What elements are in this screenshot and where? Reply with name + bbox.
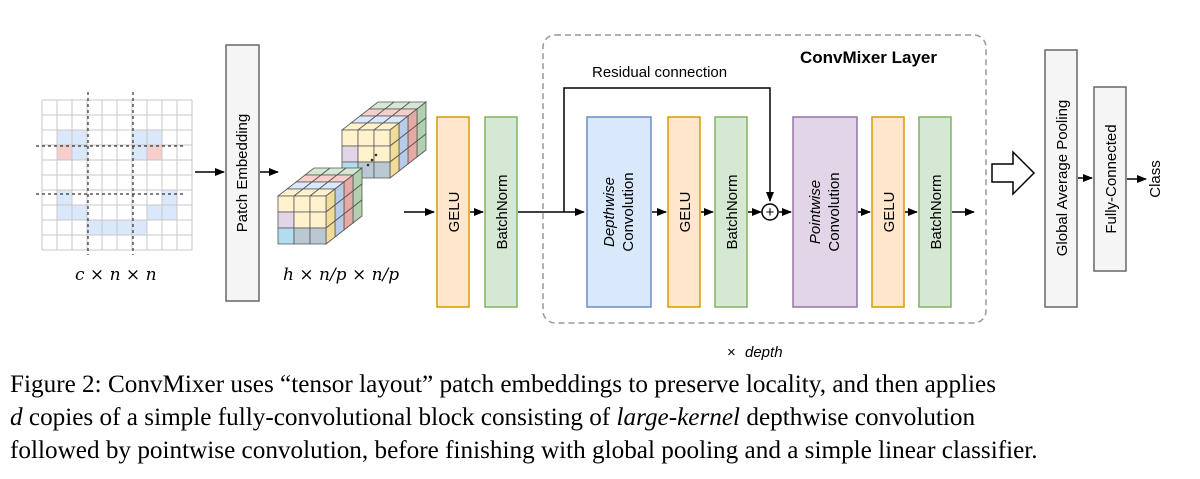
tensor-face [293,195,311,213]
residual-add-symbol: + [766,204,775,221]
patch-embedding-label: Patch Embedding [234,114,251,232]
caption-line-2-text-b: depthwise convolution [740,404,976,431]
class-label: Class [1147,160,1164,198]
depthwise-word: Depthwise [601,177,618,247]
caption-line-3: followed by pointwise convolution, befor… [10,437,1038,464]
tensor-face [309,227,327,245]
depth-label: depth [745,344,783,360]
fully-connected-label: Fully-Connected [1103,124,1120,233]
grid-cell [87,220,102,235]
input-image-grid [36,92,193,255]
grid-cell [57,190,72,205]
patch-embedding-block [225,44,260,302]
grid-cell [162,190,177,205]
input-shape-label: c × n × n [75,265,157,285]
batchnorm-block-2 [714,116,748,308]
convmixer-diagram: c × n × n Patch Embedding h × n/p × n/p … [36,34,1164,360]
grid-cell [132,130,147,145]
tensor-face [309,211,327,229]
grid-cell [147,205,162,220]
batchnorm-label-2: BatchNorm [724,174,741,249]
depthwise-convolution-word: Convolution [620,172,637,251]
tensor-face [357,129,375,147]
tensor-face [277,211,295,229]
gelu-block-3 [871,116,905,308]
grid-cell [57,145,72,160]
ellipsis-dot [370,158,374,162]
tensor-face [293,227,311,245]
tensor-face [341,145,359,163]
grid-cell [162,205,177,220]
gelu-label-2: GELU [677,192,694,233]
residual-connection-label: Residual connection [592,64,727,81]
residual-connection-path [563,87,774,212]
grid-cell [72,130,87,145]
depthwise-convolution-block [586,116,652,308]
grid-cell [132,220,147,235]
figure-caption: Figure 2: ConvMixer uses “tensor layout”… [10,368,1192,467]
grid-cell [102,220,117,235]
gelu-label-1: GELU [446,192,463,233]
batchnorm-label-1: BatchNorm [494,174,511,249]
caption-d-symbol: d [10,404,23,431]
big-hollow-arrow-icon [991,150,1036,196]
depth-times-symbol: × [727,344,736,360]
batchnorm-label-3: BatchNorm [928,174,945,249]
tensor-face [277,195,295,213]
tensor-face [373,129,391,147]
pointwise-word: Pointwise [807,180,824,244]
gelu-block-1 [436,116,470,308]
tensor-face [277,227,295,245]
tensor-face [293,211,311,229]
batchnorm-block-1 [484,116,518,308]
grid-cell [117,220,132,235]
batchnorm-block-3 [918,116,952,308]
caption-line-1: Figure 2: ConvMixer uses “tensor layout”… [10,371,997,398]
grid-cell [72,205,87,220]
tensor-shape-label: h × n/p × n/p [283,265,399,285]
grid-cell [147,130,162,145]
fully-connected-block [1093,86,1127,272]
grid-cell [147,145,162,160]
grid-cell [57,205,72,220]
ellipsis-dot [374,153,378,157]
pointwise-convolution-word: Convolution [826,172,843,251]
caption-line-2: d copies of a simple fully-convolutional… [10,401,1192,434]
pointwise-convolution-block [792,116,858,308]
grid-cell [72,145,87,160]
grid-cell [57,130,72,145]
gelu-label-3: GELU [881,192,898,233]
grid-cell [132,145,147,160]
convmixer-layer-box [542,34,987,324]
tensor-face [309,195,327,213]
tensor-face [373,161,391,179]
gelu-block-2 [667,116,701,308]
residual-add-node [761,203,779,221]
caption-line-2-text-a: copies of a simple fully-convolutional b… [22,404,617,431]
convmixer-layer-title: ConvMixer Layer [800,48,937,67]
tensor-face [341,129,359,147]
patch-tensor-cubes [276,101,428,245]
global-average-pooling-block [1044,49,1078,308]
global-average-pooling-label: Global Average Pooling [1054,100,1071,257]
ellipsis-dot [366,163,370,167]
caption-large-kernel: large-kernel [616,404,741,431]
